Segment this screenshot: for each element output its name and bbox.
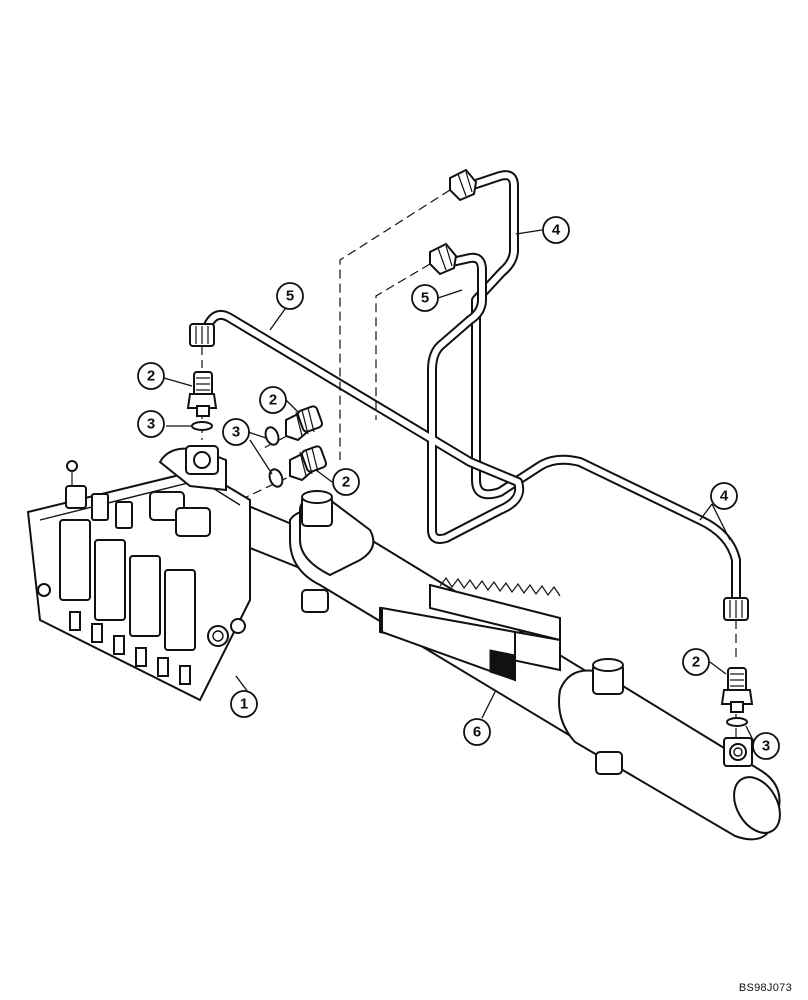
callout-5-right: 5 xyxy=(411,284,439,312)
callout-3-upper-left: 3 xyxy=(137,410,165,438)
callout-2-right: 2 xyxy=(682,648,710,676)
fitting-mid-upper xyxy=(285,405,324,442)
svg-text:2: 2 xyxy=(692,654,700,671)
svg-text:6: 6 xyxy=(473,724,481,741)
callout-4-upper: 4 xyxy=(542,216,570,244)
tube-4-right-nut xyxy=(723,597,749,621)
o-ring-mid-lower xyxy=(268,468,284,488)
svg-text:4: 4 xyxy=(720,488,729,505)
fitting-upper-left xyxy=(186,371,218,417)
callout-4-lower: 4 xyxy=(710,482,738,510)
tube-4-upper-nut xyxy=(449,168,478,202)
callout-6: 6 xyxy=(463,718,491,746)
tube-5-left-nut xyxy=(189,323,215,347)
svg-text:5: 5 xyxy=(286,288,294,305)
tube-5-upper-nut xyxy=(429,242,458,276)
callout-1: 1 xyxy=(230,690,258,718)
svg-text:5: 5 xyxy=(421,290,429,307)
steering-cylinder xyxy=(199,469,781,841)
control-valve xyxy=(26,445,251,702)
svg-text:4: 4 xyxy=(552,222,561,239)
callout-3-right: 3 xyxy=(752,732,780,760)
tube-5 xyxy=(201,252,525,544)
svg-text:1: 1 xyxy=(240,696,248,713)
fitting-right xyxy=(720,667,754,713)
callout-3-mid: 3 xyxy=(222,418,250,446)
callout-2-upper-left: 2 xyxy=(137,362,165,390)
fitting-mid-lower xyxy=(289,445,328,482)
svg-text:2: 2 xyxy=(342,474,350,491)
o-ring-right xyxy=(726,717,748,727)
svg-text:3: 3 xyxy=(147,416,155,433)
callout-2-mid-lower: 2 xyxy=(332,468,360,496)
svg-text:2: 2 xyxy=(269,392,277,409)
callout-2-mid-upper: 2 xyxy=(259,386,287,414)
svg-text:3: 3 xyxy=(232,424,240,441)
o-ring-mid-upper xyxy=(264,426,280,446)
figure-code: BS98J073 xyxy=(738,982,792,994)
callout-5-left: 5 xyxy=(276,282,304,310)
o-ring-upper-left xyxy=(191,421,213,431)
svg-text:2: 2 xyxy=(147,368,155,385)
tube-4 xyxy=(465,170,741,610)
svg-text:3: 3 xyxy=(762,738,770,755)
